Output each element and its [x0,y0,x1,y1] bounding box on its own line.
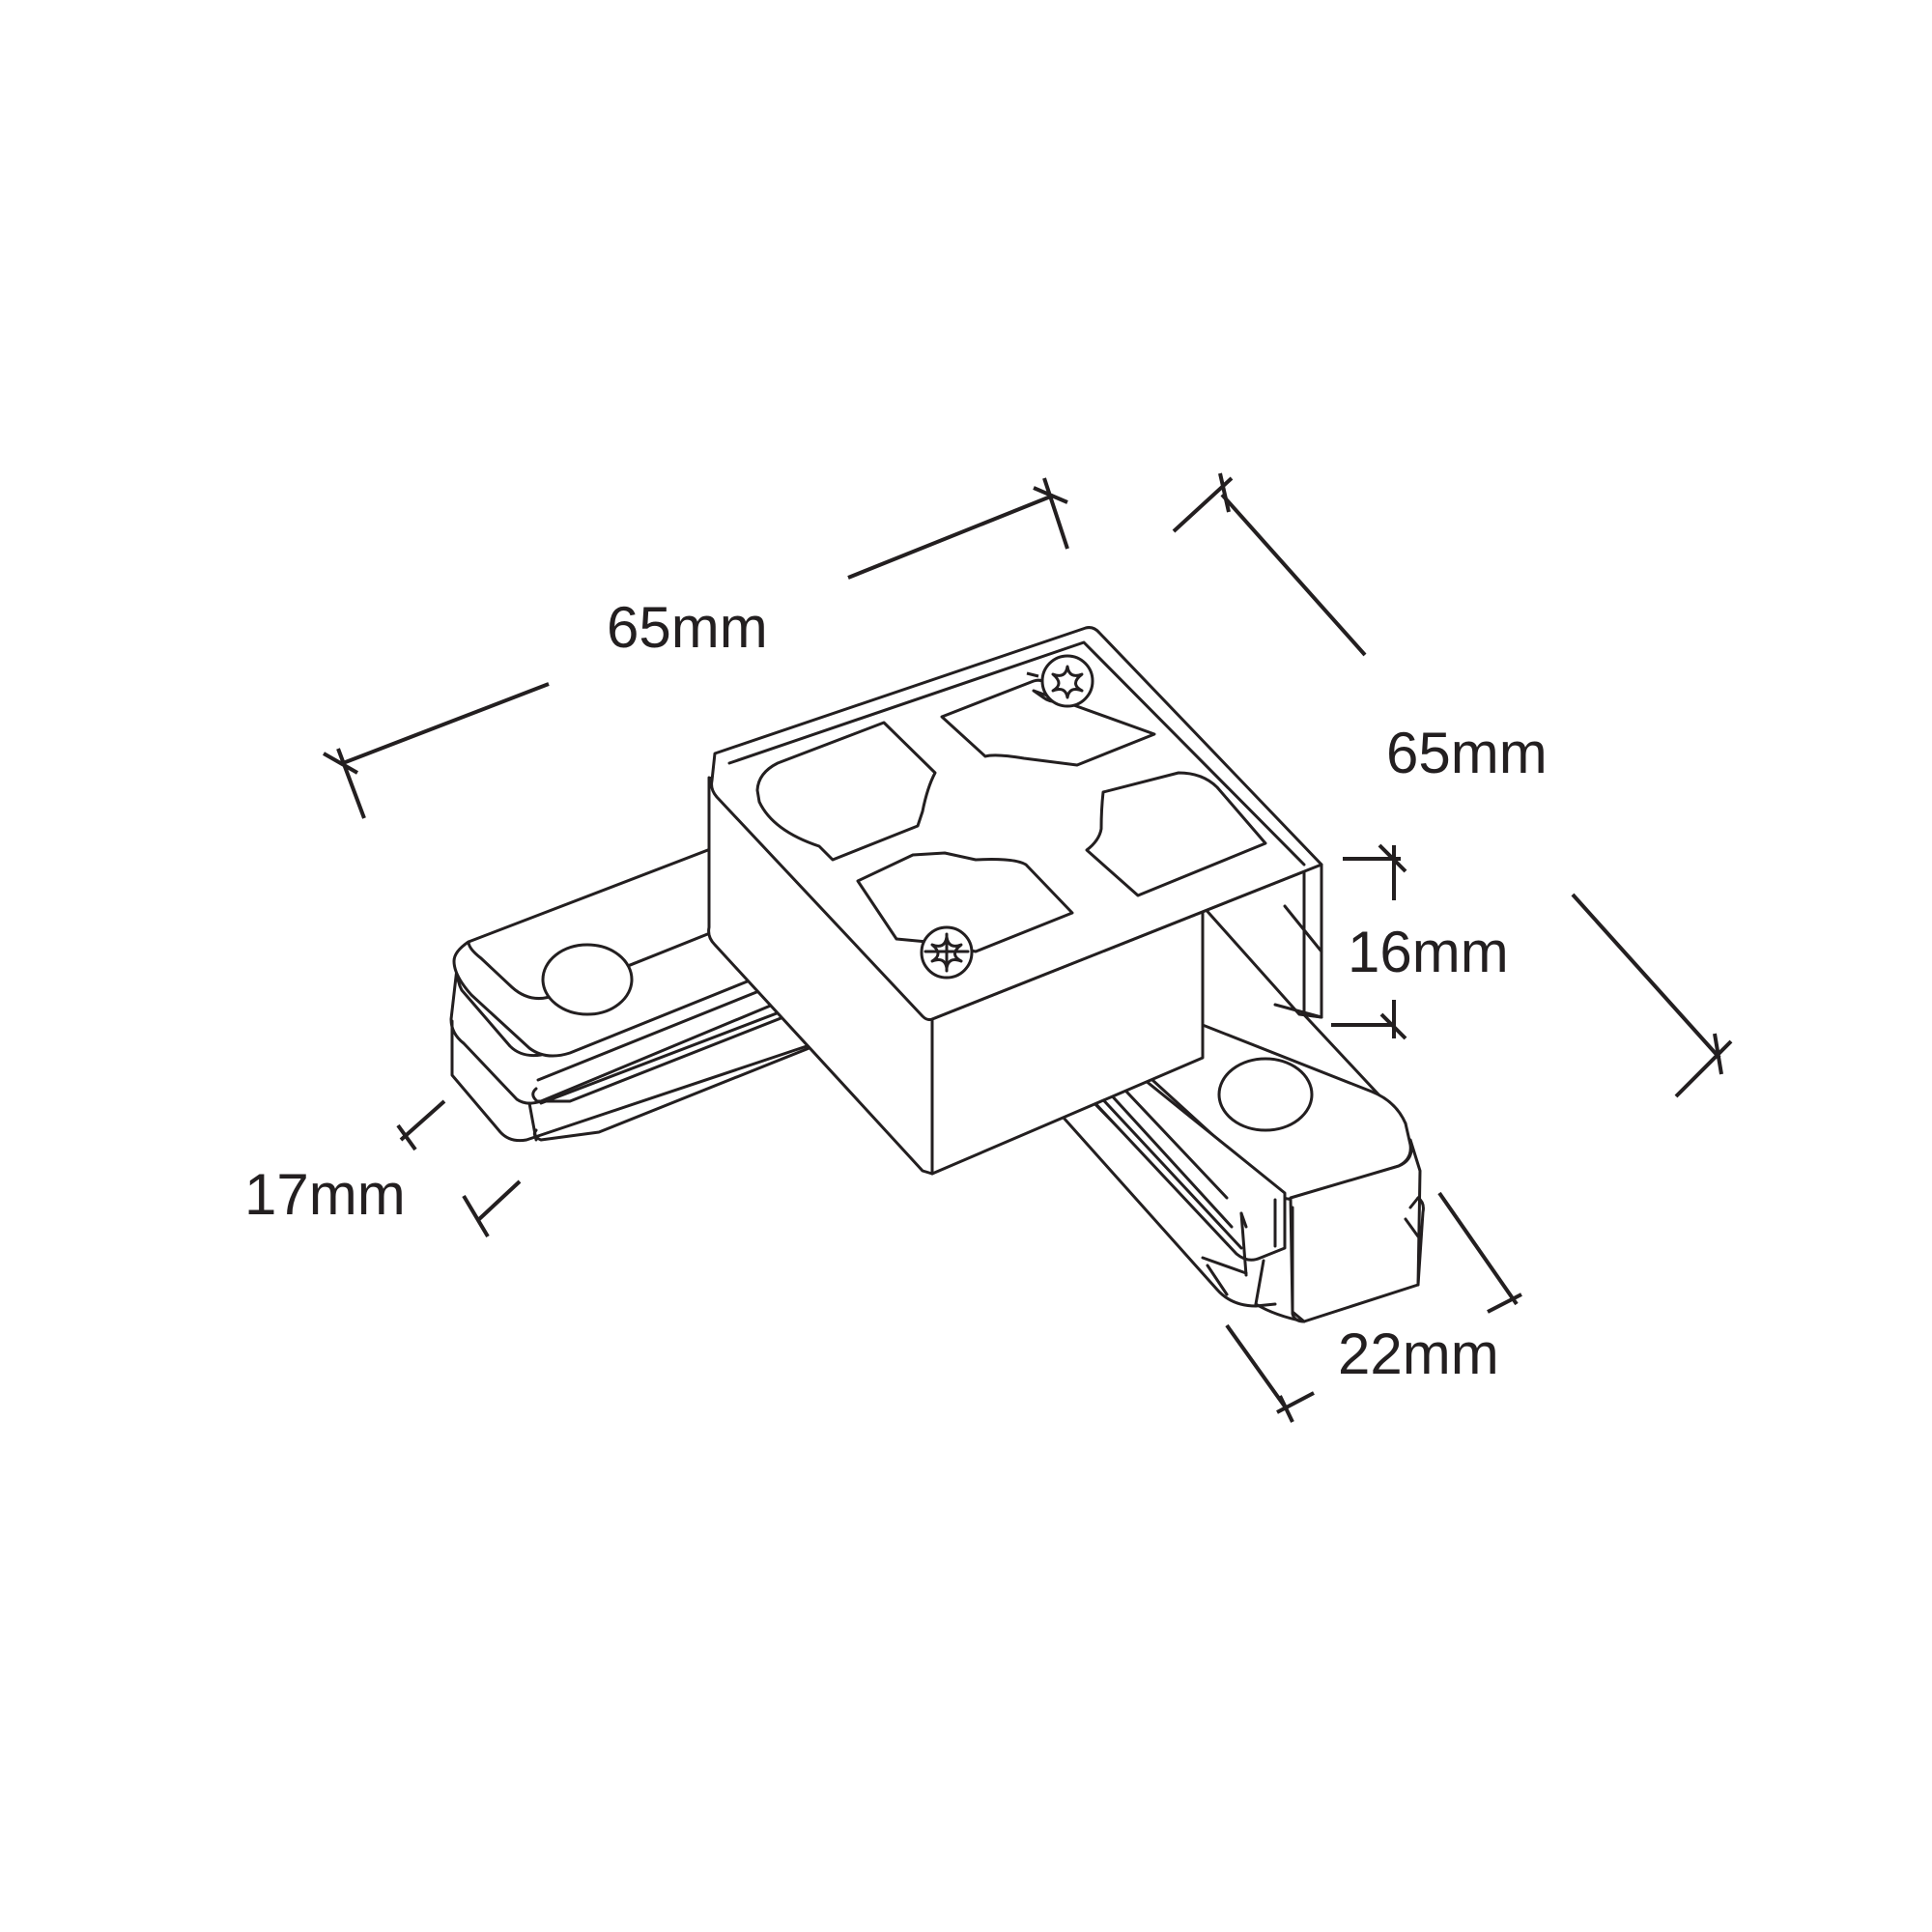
label-height: 16mm [1348,920,1509,984]
dim-line-height-b [1331,1000,1396,1038]
dim-line-left-arm-height-b [476,1179,522,1222]
dim-line-right-arm-width-a [1437,1191,1519,1306]
right-mounting-hole [1217,1057,1314,1132]
dim-line-top-right-a [1220,493,1367,657]
dim-line-top-left-b [847,494,1054,580]
dim-tick-top-right-start [1172,472,1234,533]
dim-line-height-a [1343,845,1401,900]
dim-line-left-arm-height-a [399,1099,446,1142]
dim-tick-top-left-end [1033,477,1069,550]
dimension-lines [323,472,1733,1423]
label-top-right-length: 65mm [1386,721,1548,785]
dim-tick-top-right-end [1674,1033,1733,1098]
dim-tick-top-left-start [323,748,366,819]
dim-tick-left-arm-height [396,1123,490,1238]
dimension-labels: 65mm 65mm 16mm 17mm 22mm [244,595,1548,1386]
dim-line-top-right-b [1571,893,1721,1060]
label-left-arm-height: 17mm [244,1162,406,1227]
left-mounting-hole [541,943,634,1016]
dim-tick-right-arm-width [1276,1293,1522,1423]
label-top-left-length: 65mm [607,595,768,660]
label-right-arm-width: 22mm [1338,1321,1499,1386]
dim-tick-height [1378,843,1407,1040]
connector-drawing [449,626,1425,1323]
center-body [707,626,1323,1176]
dim-line-right-arm-width-b [1225,1323,1287,1408]
dim-line-top-left-a [342,682,550,765]
